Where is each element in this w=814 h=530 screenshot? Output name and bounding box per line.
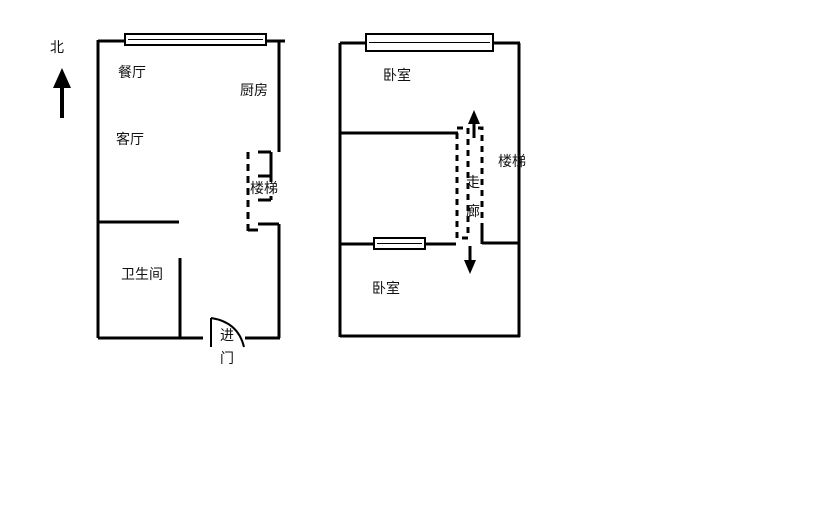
north-arrow-icon (53, 68, 71, 118)
room-label-bedroom-south: 卧室 (372, 281, 400, 297)
room-label-bathroom: 卫生间 (121, 267, 163, 283)
room-label-dining: 餐厅 (118, 65, 146, 81)
room-label-stairs-upper: 楼梯 (498, 154, 526, 170)
room-label-living: 客厅 (116, 132, 144, 148)
corridor-arrow-up-icon (468, 110, 480, 138)
entrance-label-line2: 门 (220, 351, 234, 367)
room-label-kitchen: 厨房 (240, 83, 268, 99)
entrance-label-line1: 进 (220, 328, 234, 344)
room-label-corridor-2: 廊 (466, 204, 480, 220)
room-label-stairs-ground: 楼梯 (250, 181, 278, 197)
compass-north-label: 北 (50, 40, 64, 56)
upper-floor-walls (338, 41, 521, 338)
entry-door-icon (210, 317, 245, 348)
room-label-bedroom-north: 卧室 (383, 68, 411, 84)
corridor-arrow-down-icon (464, 246, 476, 274)
corridor-outline (455, 126, 484, 240)
room-label-corridor-1: 走 (466, 175, 480, 191)
